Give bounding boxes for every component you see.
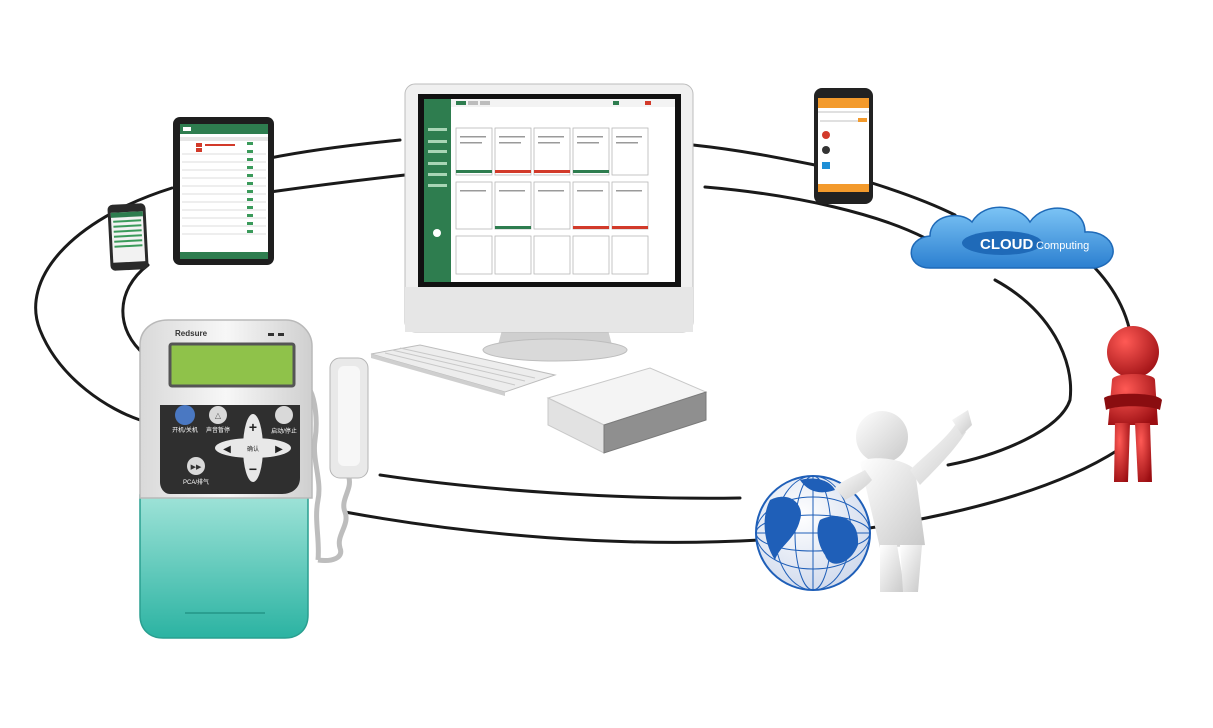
mute-button-label: 声音暂停 (206, 426, 230, 434)
confirm-button[interactable]: 确认 (247, 445, 259, 453)
svg-text:−: − (249, 461, 257, 477)
outer-ring-top-right (691, 143, 817, 167)
inner-ring-left (121, 263, 150, 357)
dpad: + − ◀ ▶ 确认 (215, 414, 291, 482)
start-stop-button-label: 启动/停止 (271, 427, 297, 435)
hard-drive (546, 367, 708, 454)
cloud-word: CLOUD (980, 236, 1033, 253)
outer-ring-right-a (870, 181, 957, 217)
cloud-sub: Computing (1036, 240, 1089, 252)
svg-text:+: + (249, 419, 257, 435)
pca-button[interactable]: ▶▶ PCA/排气 (183, 457, 209, 486)
mute-button[interactable]: △ 声音暂停 (206, 406, 230, 434)
minus-button[interactable]: − (249, 461, 257, 477)
confirm-button-label: 确认 (247, 445, 259, 453)
inner-ring-bottom (378, 473, 742, 500)
outer-ring-top-left (268, 138, 402, 160)
outer-ring-bottom (343, 510, 762, 544)
fast-forward-icon: ▶▶ (191, 464, 202, 471)
inner-ring-top-left (268, 173, 407, 194)
red-person-figure (1104, 326, 1162, 482)
keyboard (370, 344, 557, 396)
monitor-card-grid (455, 127, 649, 275)
power-button[interactable]: 开机/关机 (172, 405, 198, 434)
left-arrow-icon[interactable]: ◀ (223, 444, 231, 455)
small-phone (107, 203, 149, 271)
white-person-figure (835, 410, 972, 592)
smartphone (814, 88, 873, 204)
start-stop-button[interactable]: 启动/停止 (271, 406, 297, 435)
pump-brand: Redsure (175, 329, 208, 338)
outer-ring-left (34, 186, 174, 422)
infusion-pump: Redsure 开机/关机 △ 声音暂停 启动/停止 + − (139, 319, 313, 639)
inner-ring-right (946, 278, 1073, 467)
globe (755, 475, 871, 591)
power-button-label: 开机/关机 (172, 426, 198, 434)
cloud-computing: CLOUD Computing (910, 206, 1114, 269)
plus-button[interactable]: + (249, 419, 257, 435)
bell-icon: △ (215, 411, 222, 420)
pca-handset (307, 357, 369, 563)
right-arrow-icon[interactable]: ▶ (275, 444, 283, 455)
pca-button-label: PCA/排气 (183, 478, 209, 486)
desktop-monitor (404, 83, 694, 362)
tablet (173, 117, 274, 265)
connection-rings (34, 138, 1135, 544)
inner-ring-top-right (703, 185, 927, 240)
